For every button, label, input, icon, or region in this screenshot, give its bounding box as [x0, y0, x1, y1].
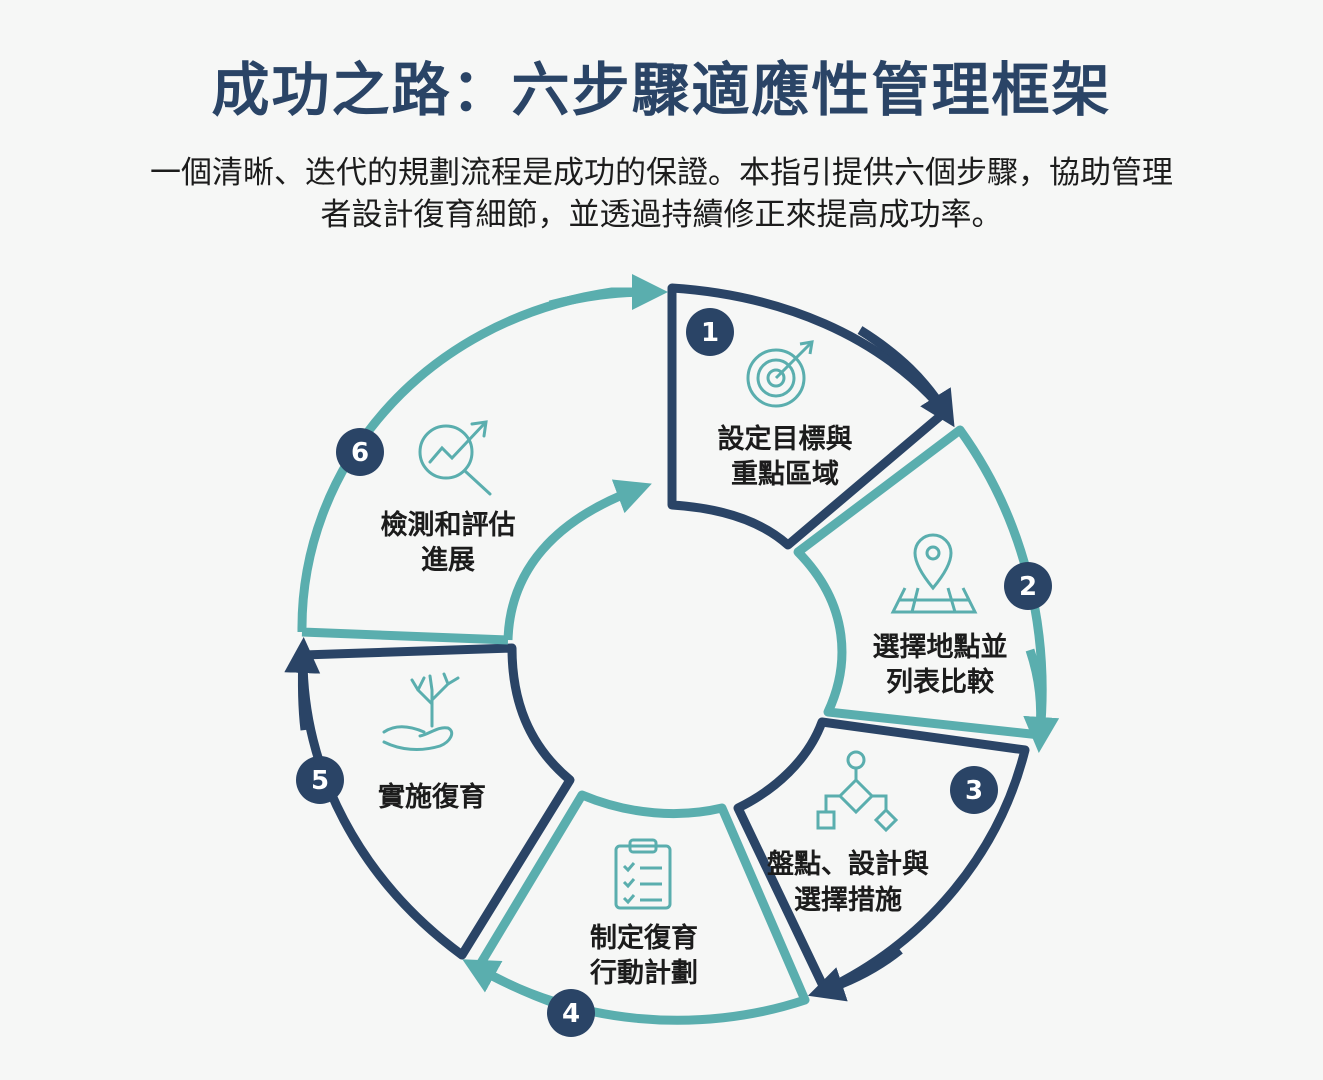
chart-magnifier-icon — [418, 420, 492, 496]
step-2-badge: 2 — [1004, 562, 1052, 610]
step-2-segment — [793, 425, 1060, 753]
map-pin-icon — [890, 533, 978, 614]
svg-text:2: 2 — [1019, 572, 1037, 602]
step-1-badge: 1 — [686, 308, 734, 356]
step-1-segment — [667, 283, 955, 550]
step-1-label-line-2: 重點區域 — [731, 459, 839, 490]
svg-text:1: 1 — [701, 318, 719, 348]
step-5-label: 實施復育 — [378, 781, 486, 813]
page-title: 成功之路：六步驟適應性管理框架 — [211, 56, 1112, 124]
step-4-label-line-1: 制定復育 — [590, 922, 698, 954]
step-5-segment — [284, 637, 575, 960]
subtitle-line-2: 者設計復育細節，並透過持續修正來提高成功率。 — [320, 197, 1003, 233]
svg-text:3: 3 — [965, 776, 983, 806]
subtitle-line-1: 一個清晰、迭代的規劃流程是成功的保證。本指引提供六個步驟，協助管理 — [150, 155, 1173, 191]
target-icon — [746, 340, 814, 408]
step-6-label-line-2: 進展 — [421, 545, 475, 576]
step-1-label-line-1: 設定目標與 — [718, 423, 853, 455]
hand-coral-icon — [382, 672, 460, 751]
clipboard-checklist-icon — [614, 838, 672, 910]
step-3-label-line-1: 盤點、設計與 — [767, 848, 929, 880]
step-2-label-line-1: 選擇地點並 — [873, 632, 1008, 663]
svg-text:4: 4 — [562, 999, 580, 1029]
step-4-badge: 4 — [547, 989, 595, 1037]
step-3-label-line-2: 選擇措施 — [794, 885, 902, 916]
step-6-segment — [297, 274, 668, 645]
page-subtitle: 一個清晰、迭代的規劃流程是成功的保證。本指引提供六個步驟，協助管理 者設計復育細… — [50, 152, 1273, 236]
svg-text:6: 6 — [351, 438, 369, 468]
step-5-badge: 5 — [296, 756, 344, 804]
step-2-label-line-2: 列表比較 — [886, 666, 995, 698]
svg-text:5: 5 — [311, 766, 329, 796]
flowchart-icon — [816, 750, 899, 833]
step-3-badge: 3 — [950, 766, 998, 814]
step-6-label-line-1: 檢測和評估 — [381, 509, 516, 541]
step-6-badge: 6 — [336, 428, 384, 476]
step-4-label-line-2: 行動計劃 — [589, 957, 698, 989]
